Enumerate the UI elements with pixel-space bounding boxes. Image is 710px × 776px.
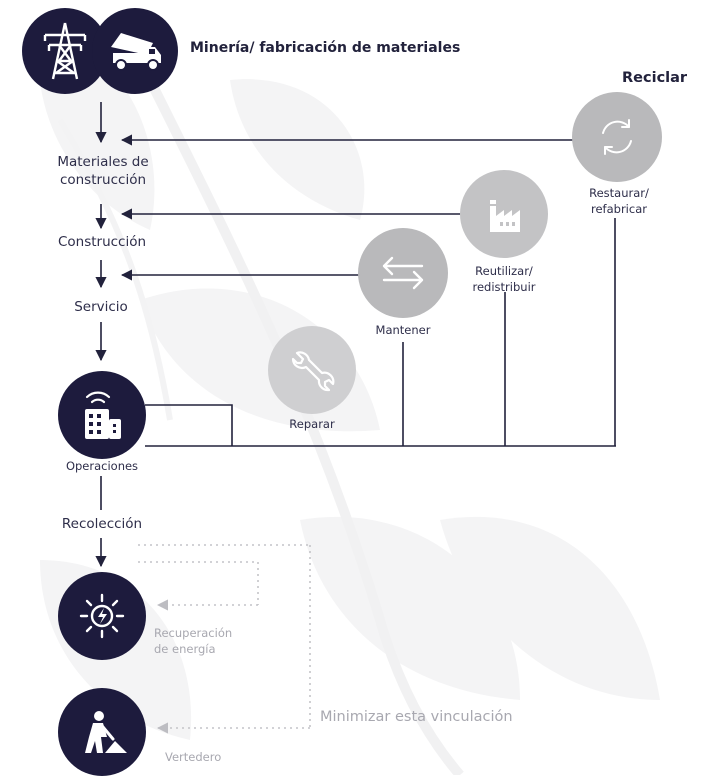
vertedero-label: Vertedero xyxy=(165,750,222,764)
vertedero-circle xyxy=(58,688,146,776)
dump-truck-icon xyxy=(111,33,161,71)
minimizar-label: Minimizar esta vinculación xyxy=(320,709,513,725)
recoleccion-label: Recolección xyxy=(61,516,143,532)
operaciones-circle xyxy=(58,371,146,459)
reutilizar-label: Reutilizar/ redistribuir xyxy=(472,264,536,294)
reparar-circle xyxy=(268,326,356,414)
materiales-label: Materiales de construcción xyxy=(57,154,149,189)
construccion-label: Construcción xyxy=(57,234,147,250)
landfill-worker-icon xyxy=(85,711,127,753)
restaurar-label: Restaurar/ refabricar xyxy=(589,186,649,216)
mantener-circle xyxy=(358,228,448,318)
wrench-icon xyxy=(291,351,335,392)
exchange-arrows-icon xyxy=(382,256,424,290)
recuperacion-label: Recuperación de energía xyxy=(154,626,233,656)
reciclar-title: Reciclar xyxy=(622,70,688,86)
reutilizar-circle xyxy=(460,170,548,258)
factory-icon xyxy=(490,200,520,232)
mantener-label: Mantener xyxy=(375,323,431,337)
operaciones-label: Operaciones xyxy=(65,459,139,473)
power-tower-icon xyxy=(43,22,87,80)
reparar-label: Reparar xyxy=(289,417,335,431)
mining-label: Minería/ fabricación de materiales xyxy=(190,40,461,56)
recycle-arrows-icon xyxy=(602,119,632,155)
restaurar-circle xyxy=(572,92,662,182)
mining-circle xyxy=(22,8,108,94)
energia-circle xyxy=(58,572,146,660)
fabrication-circle xyxy=(92,8,178,94)
servicio-label: Servicio xyxy=(74,299,128,315)
energy-bulb-icon xyxy=(79,593,125,639)
smart-building-icon xyxy=(85,391,121,439)
